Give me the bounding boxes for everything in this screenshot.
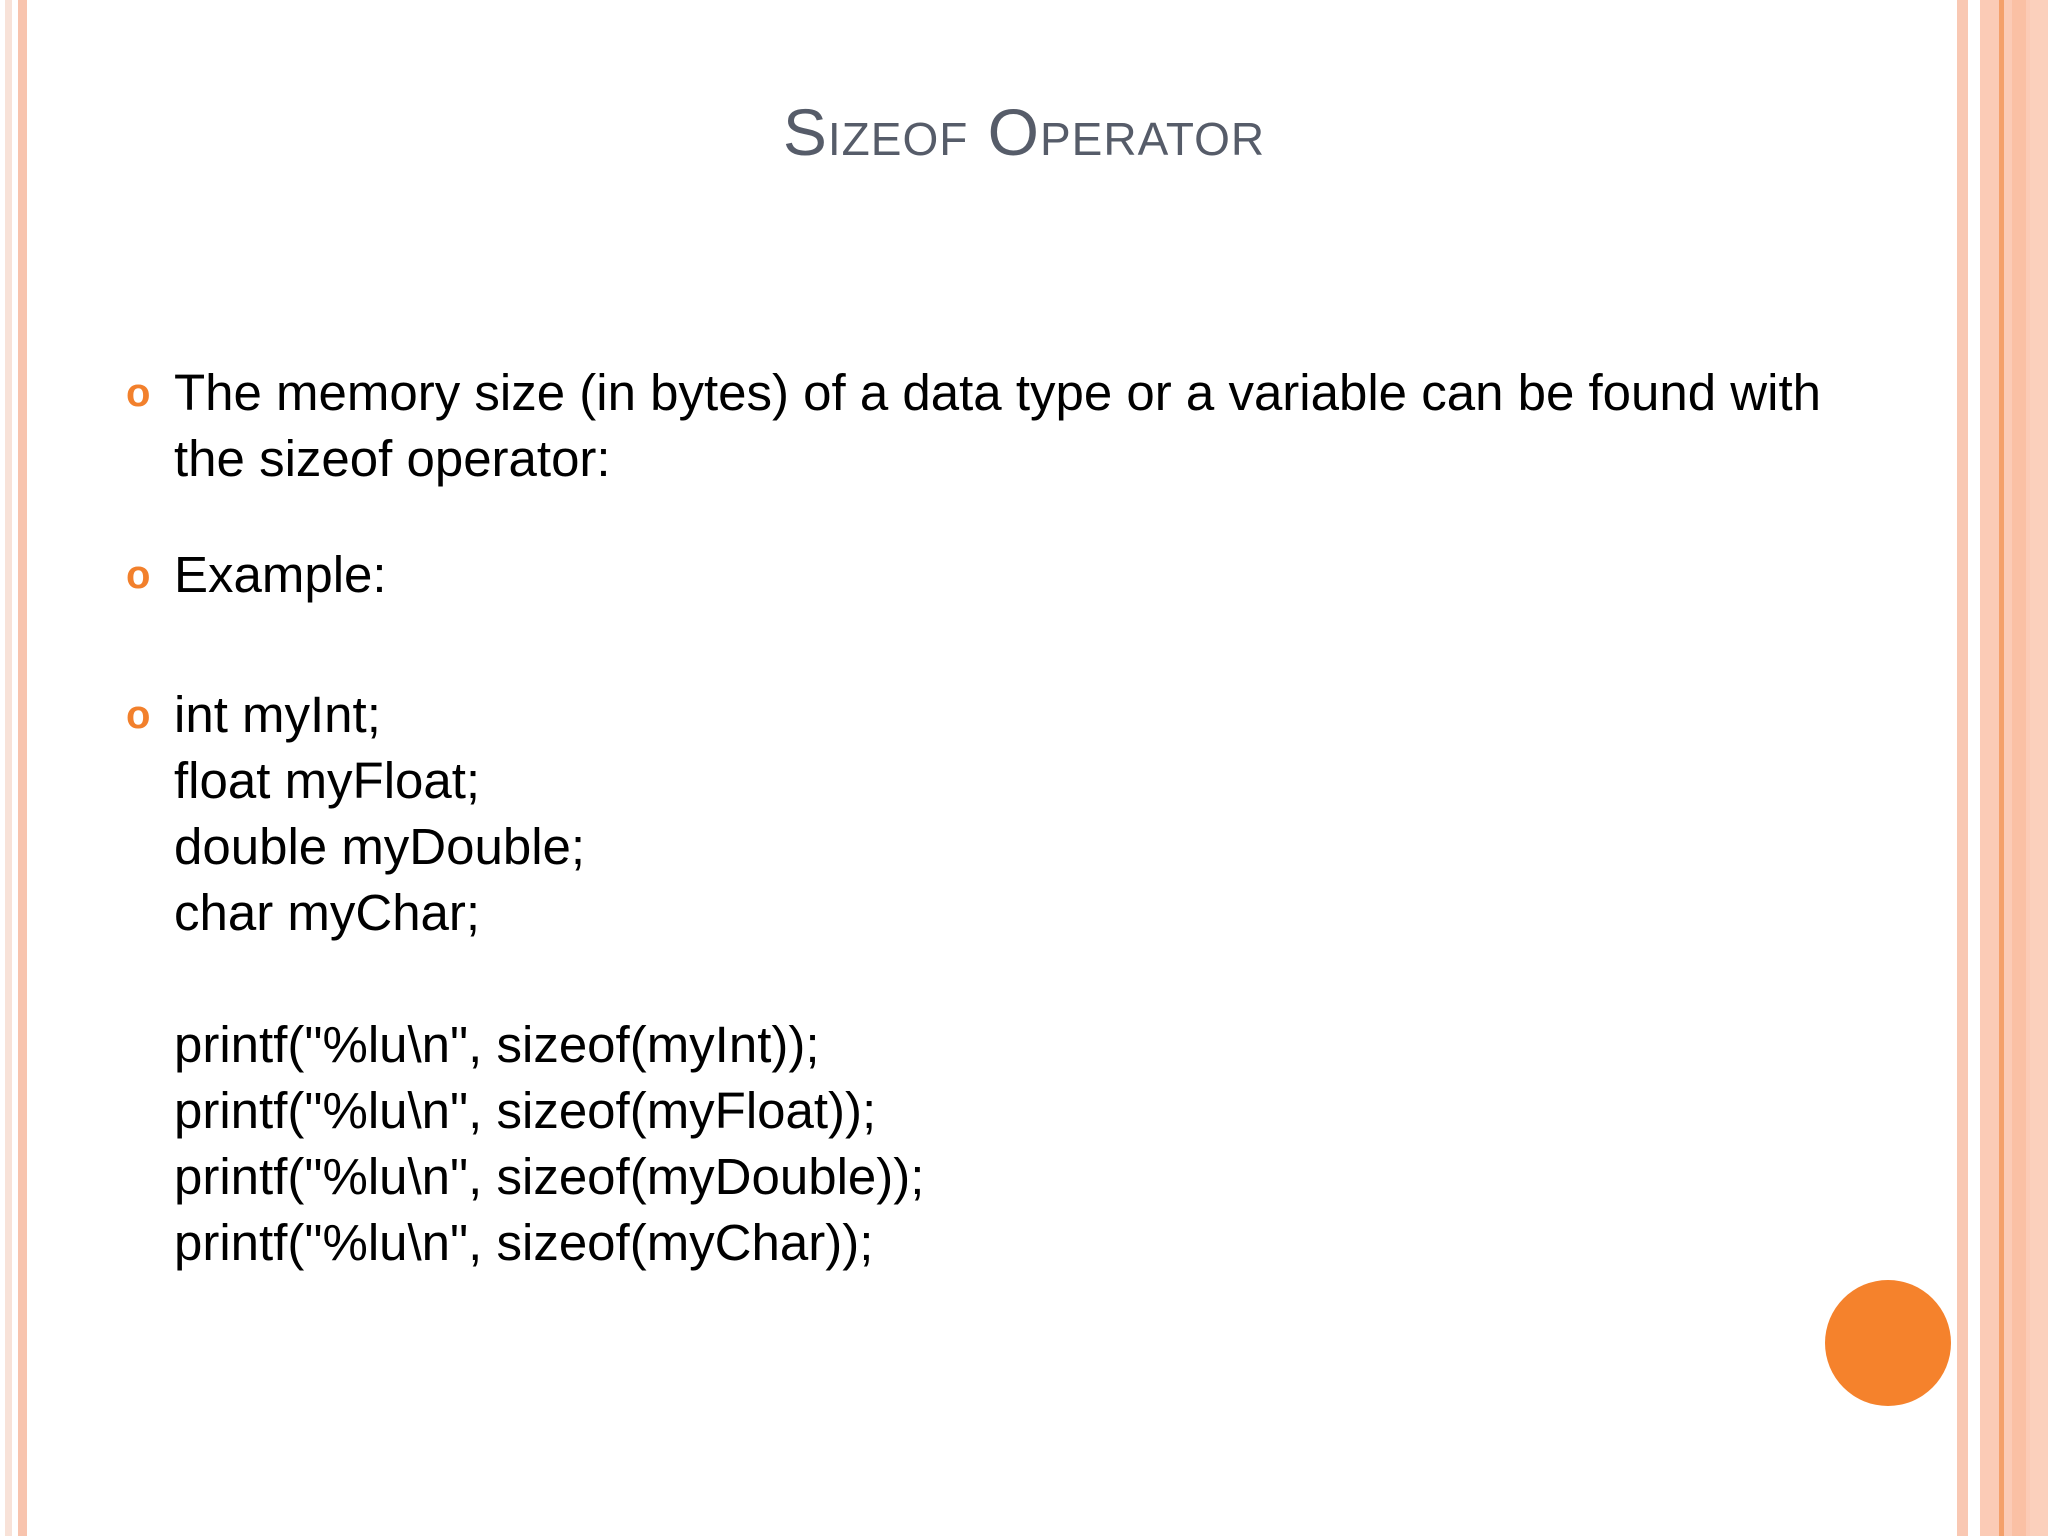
right-border-stripe-1	[1957, 0, 1968, 1536]
bullet-item-code: o int myInt; float myFloat; double myDou…	[118, 682, 1858, 1276]
right-border-stripe-accent-line	[1999, 0, 2004, 1536]
bullet-circle-icon: o	[126, 553, 151, 597]
decorative-orange-circle	[1825, 1280, 1951, 1406]
left-border-stripe-outer	[5, 0, 12, 1536]
bullet-item: o Example:	[118, 542, 1858, 608]
bullet-text: Example:	[174, 546, 387, 603]
right-border-stripe-4	[2030, 0, 2048, 1536]
slide-title: Sizeof Operator	[782, 95, 1266, 169]
bullet-circle-icon: o	[126, 693, 151, 737]
slide-body: o The memory size (in bytes) of a data t…	[118, 360, 1858, 1284]
left-border-stripe-inner	[18, 0, 27, 1536]
bullet-item: o The memory size (in bytes) of a data t…	[118, 360, 1858, 492]
code-block-text: int myInt; float myFloat; double myDoubl…	[174, 686, 925, 1271]
spacer	[118, 616, 1858, 682]
spacer	[118, 500, 1858, 542]
bullet-text: The memory size (in bytes) of a data typ…	[174, 364, 1836, 487]
right-border-stripe-3	[2012, 0, 2026, 1536]
bullet-circle-icon: o	[126, 371, 151, 415]
